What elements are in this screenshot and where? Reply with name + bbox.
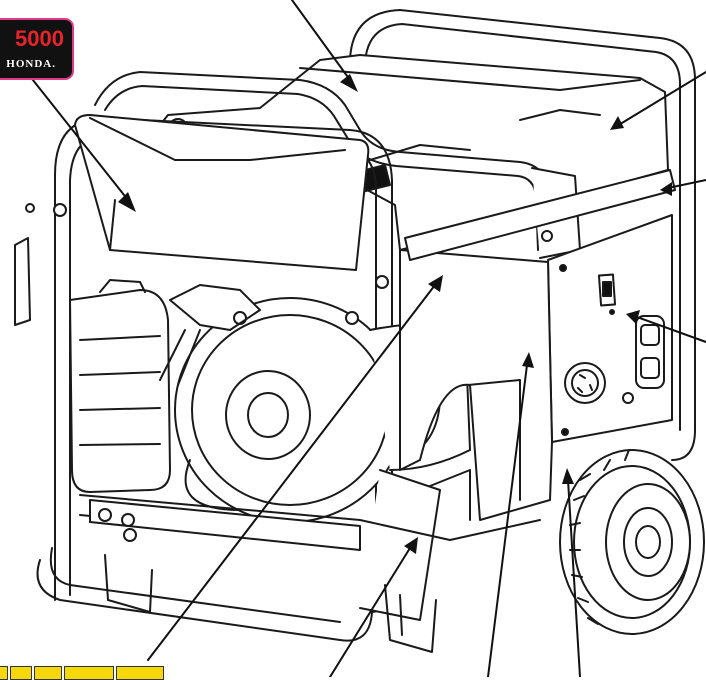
warning-label-cell [10,666,32,680]
control-panel [547,214,673,443]
warning-label-strip [0,666,166,680]
front-panel [74,114,370,271]
model-badge: 5000 HONDA. [0,18,74,80]
air-cleaner [69,279,171,493]
rear-frame [349,9,696,461]
badge-model-number: 5000 [15,26,64,51]
callout-arrowheads [118,74,672,554]
side-rail [404,169,676,261]
side-cover [394,249,553,521]
badge-brand-name: HONDA. [6,58,56,70]
callout-lines [24,0,706,677]
feet [104,554,437,653]
base-plate [89,499,361,551]
frame-bolts [14,203,389,326]
warning-label-cell [0,666,8,680]
recoil-starter [174,297,406,523]
warning-label-cell [64,666,114,680]
wheel [559,449,705,635]
warning-label-cell [116,666,164,680]
carburetor [159,284,261,386]
warning-label-cell [34,666,62,680]
